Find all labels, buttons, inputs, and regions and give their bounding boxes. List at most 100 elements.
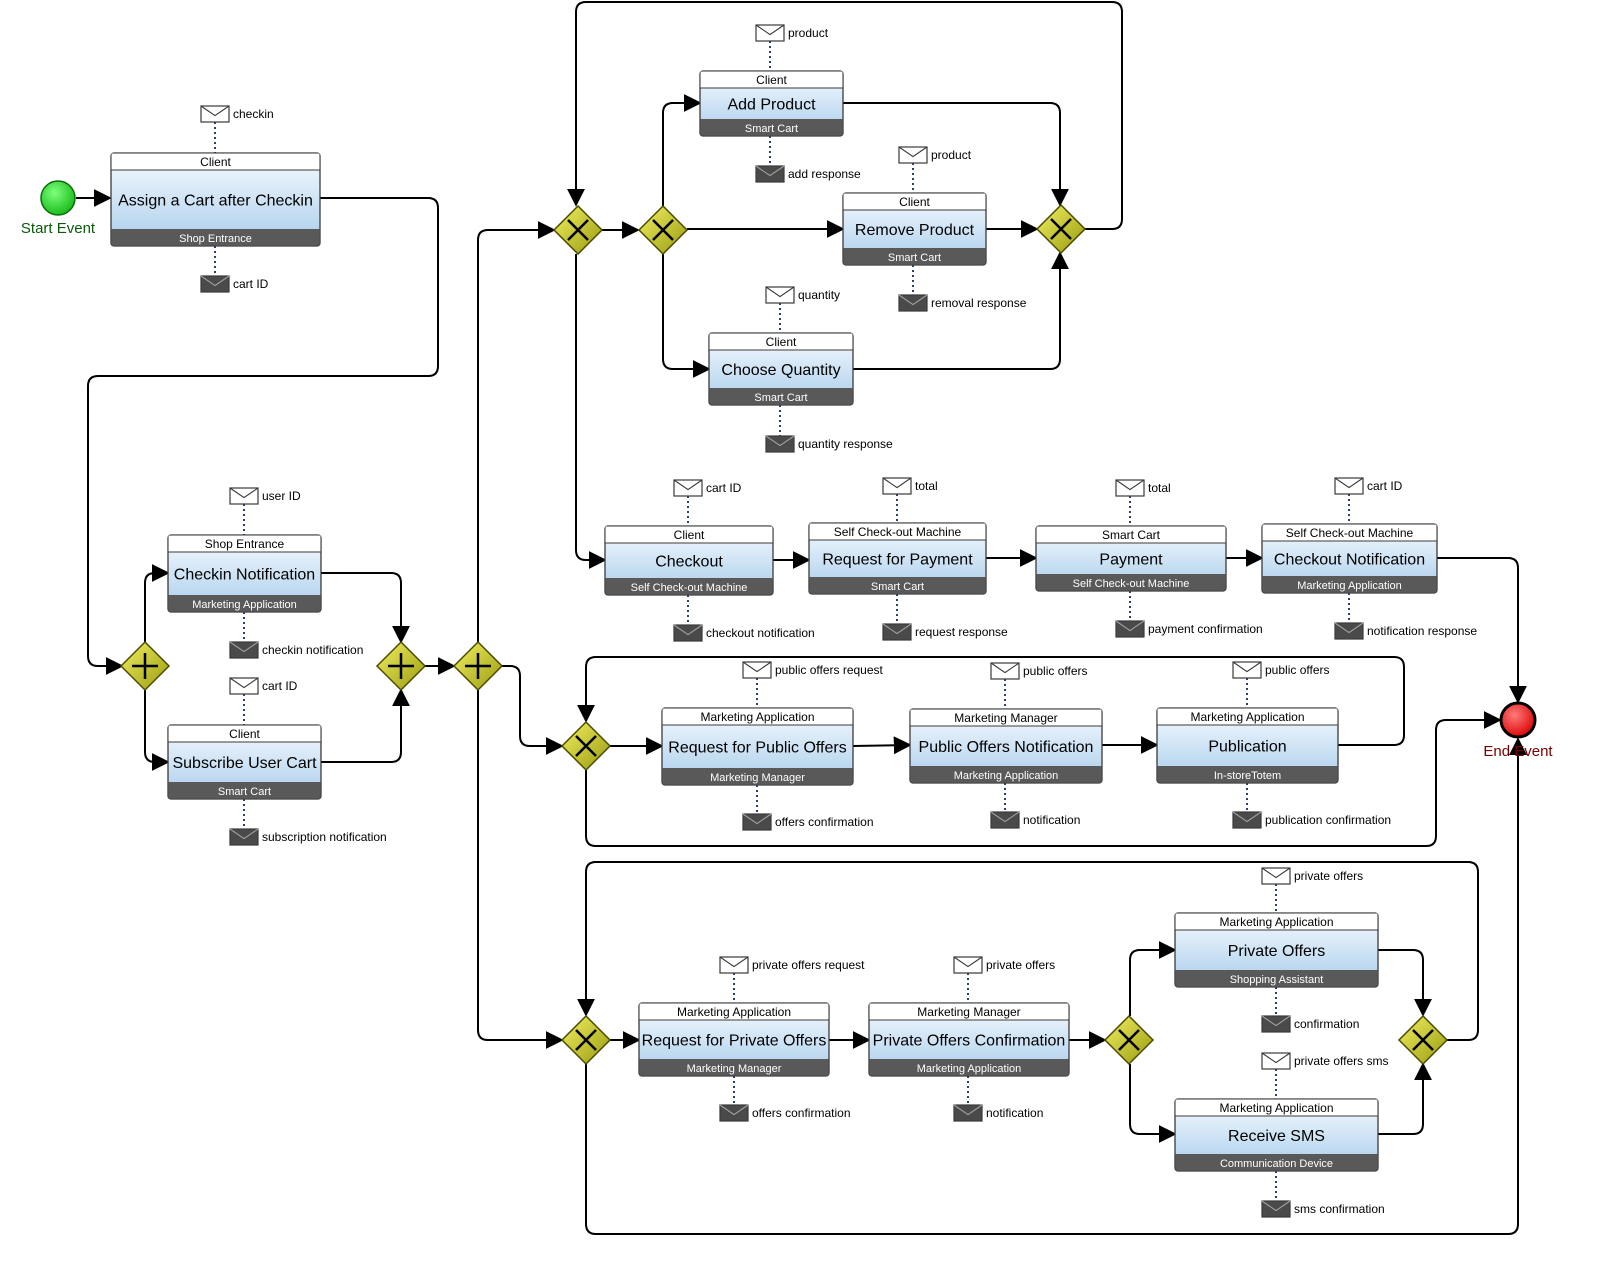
task-body <box>708 332 854 406</box>
task-body <box>808 522 987 595</box>
message-label: sms confirmation <box>1294 1202 1385 1216</box>
message-out-receive-sms: sms confirmation <box>1261 1200 1385 1218</box>
parallel-plus-icon <box>388 653 414 679</box>
task-participant-label: Smart Cart <box>754 392 807 404</box>
task-participant-band <box>1036 574 1226 591</box>
envelope-flap <box>898 294 928 306</box>
message-in-subscribe: cart ID <box>229 677 298 695</box>
message-label: publication confirmation <box>1265 813 1391 827</box>
task-name: Payment <box>1099 552 1163 569</box>
gateway-parallel-par-split-1[interactable] <box>119 640 171 692</box>
task-body <box>167 534 322 613</box>
task-participant-label: Communication Device <box>1220 1158 1333 1170</box>
envelope-flap <box>898 146 928 158</box>
message-in-publication: public offers <box>1232 661 1329 679</box>
envelope-flap <box>742 661 772 673</box>
envelope-flap <box>953 956 983 968</box>
task-participant-band <box>843 248 986 265</box>
gateway-exclusive-xor-private-loop[interactable] <box>560 1014 612 1066</box>
task-initiator-label: Marketing Application <box>1219 1101 1333 1115</box>
message-in-checkout: cart ID <box>673 479 742 497</box>
message-out-subscribe: subscription notification <box>229 828 387 846</box>
task-name: Subscribe User Cart <box>172 755 317 772</box>
message-label: private offers sms <box>1294 1054 1388 1068</box>
flow-qty-to-merge <box>853 251 1069 370</box>
flow-split2-to-private <box>477 690 564 1049</box>
gateway-parallel-par-join-1[interactable] <box>375 640 427 692</box>
message-label: checkin <box>233 107 274 121</box>
task-initiator-band <box>809 523 986 541</box>
task-participant-label: Marketing Manager <box>687 1063 782 1075</box>
message-label: checkin notification <box>262 643 363 657</box>
gateway-parallel-par-split-2[interactable] <box>452 640 504 692</box>
envelope-flap <box>990 662 1020 674</box>
message-out-add-product: add response <box>755 165 861 183</box>
message-out-req-private: offers confirmation <box>719 1104 851 1122</box>
message-label: cart ID <box>706 481 742 495</box>
start-event[interactable] <box>40 180 76 216</box>
envelope-flap <box>1261 1015 1291 1027</box>
message-out-envelope-icon <box>742 813 772 831</box>
message-out-envelope-icon <box>229 641 259 659</box>
envelope-flap <box>1115 620 1145 632</box>
task-body <box>868 1002 1070 1077</box>
message-label: removal response <box>931 296 1027 310</box>
message-out-public-notif: notification <box>990 811 1080 829</box>
envelope-flap <box>1261 867 1291 879</box>
message-in-receive-sms: private offers sms <box>1261 1052 1388 1070</box>
flow-privateoffers-to-merge <box>1378 949 1432 1017</box>
task-participant-label: Smart Cart <box>888 252 941 264</box>
task-body <box>167 724 322 800</box>
envelope-flap <box>673 624 703 636</box>
message-in-checkout-notif: cart ID <box>1334 477 1403 495</box>
task-publication[interactable]: Marketing ApplicationPublicationIn-store… <box>1156 707 1339 784</box>
gateway-exclusive-xor-choice-cart[interactable] <box>637 204 689 256</box>
gateway-exclusive-xor-private-merge[interactable] <box>1397 1014 1449 1066</box>
message-label: product <box>931 148 972 162</box>
flow-checkin-notif-to-join <box>321 572 410 644</box>
message-label: notification <box>986 1106 1043 1120</box>
task-initiator-band <box>869 1003 1069 1021</box>
events: Start Event End Event <box>21 180 1553 760</box>
gateway-exclusive-xor-public[interactable] <box>560 720 612 772</box>
task-participant-band <box>809 577 986 594</box>
gateway-exclusive-xor-loop-cart[interactable] <box>552 204 604 256</box>
task-participant-label: Marketing Application <box>954 770 1059 782</box>
gateway-exclusive-xor-private-split[interactable] <box>1103 1014 1155 1066</box>
gateway-exclusive-xor-merge-cart[interactable] <box>1035 203 1087 255</box>
flow-add-to-merge <box>843 102 1069 207</box>
envelope-flap <box>882 477 912 489</box>
message-in-add-product: product <box>755 24 829 42</box>
task-participant-label: Smart Cart <box>218 786 271 798</box>
message-label: public offers <box>1023 664 1087 678</box>
message-in-envelope-icon <box>990 662 1020 680</box>
flow-checkoutnotif-to-end <box>1437 557 1527 704</box>
sequence-flows <box>76 1 1527 1235</box>
end-event[interactable] <box>1499 701 1537 739</box>
task-participant-band <box>869 1059 1069 1076</box>
message-out-choose-qty: quantity response <box>765 435 893 453</box>
task-initiator-label: Self Check-out Machine <box>1286 526 1414 540</box>
task-initiator-band <box>910 709 1102 727</box>
task-initiator-label: Client <box>766 335 797 349</box>
task-body <box>842 192 987 266</box>
envelope-flap <box>229 487 259 499</box>
message-in-envelope-icon <box>742 661 772 679</box>
flow-merge-back-to-loop <box>567 1 1123 230</box>
